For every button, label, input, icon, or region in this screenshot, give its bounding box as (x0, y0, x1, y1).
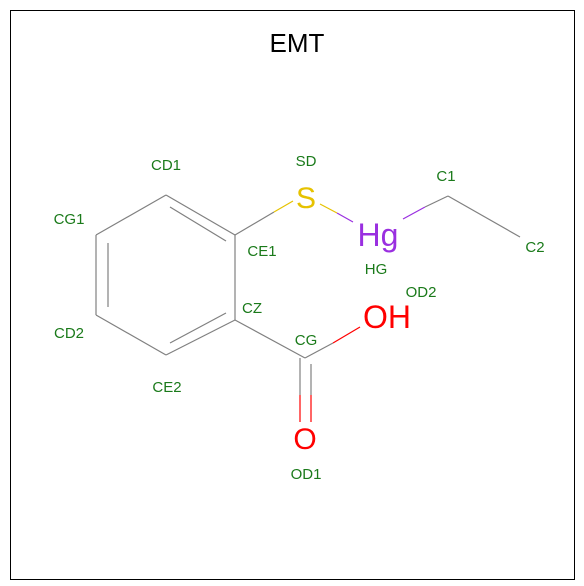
carbonyl-oxygen-symbol: O (293, 423, 316, 456)
atom-names-group: CD1 CG1 CE1 CD2 CZ CE2 SD C1 C2 HG OD2 C… (54, 153, 545, 483)
diagram-frame (10, 10, 575, 580)
bonds-group (95, 194, 521, 422)
bond-c1-c2 (447, 195, 521, 238)
bond-sd-hg-s-half (319, 203, 338, 214)
bond-cg-od2 (304, 342, 334, 359)
bond-cd1-cg1 (95, 194, 167, 236)
bond-ce1-cd1 (165, 194, 236, 236)
element-symbols-group: S Hg OH O (293, 182, 411, 456)
atom-name-ce2: CE2 (152, 379, 181, 396)
sulfur-atom-symbol: S (296, 182, 316, 215)
bond-inner-ce2-cz (169, 312, 227, 344)
atom-name-cg: CG (295, 332, 318, 349)
bond-inner-cd1-ce1 (169, 206, 227, 242)
atom-name-c1: C1 (436, 168, 455, 185)
atom-name-od1: OD1 (291, 466, 322, 483)
diagram-title: EMT (270, 28, 325, 58)
atom-name-c2: C2 (525, 239, 544, 256)
atom-name-cg1: CG1 (54, 211, 85, 228)
bond-ce1-sd (234, 211, 275, 236)
mercury-atom-symbol: Hg (358, 217, 399, 253)
hydroxyl-oxygen-symbol: OH (363, 299, 411, 335)
atom-name-ce1: CE1 (247, 243, 276, 260)
bond-ce1-sd-s-half (273, 200, 294, 213)
atom-name-cd1: CD1 (151, 157, 181, 174)
bond-cd2-ce2 (95, 314, 167, 356)
bond-sd-hg-hg-half (336, 212, 354, 223)
atom-name-cd2: CD2 (54, 325, 84, 342)
bond-cg-od2-o-half (332, 326, 361, 344)
bond-hg-c1 (424, 195, 449, 208)
bond-hg-c1-hg-half (402, 206, 426, 220)
atom-name-od2: OD2 (406, 284, 437, 301)
atom-name-hg: HG (365, 261, 388, 278)
atom-name-sd: SD (296, 153, 317, 170)
bond-cz-cg (234, 319, 306, 359)
atom-name-cz: CZ (242, 300, 262, 317)
bond-ce2-cz (165, 319, 236, 356)
